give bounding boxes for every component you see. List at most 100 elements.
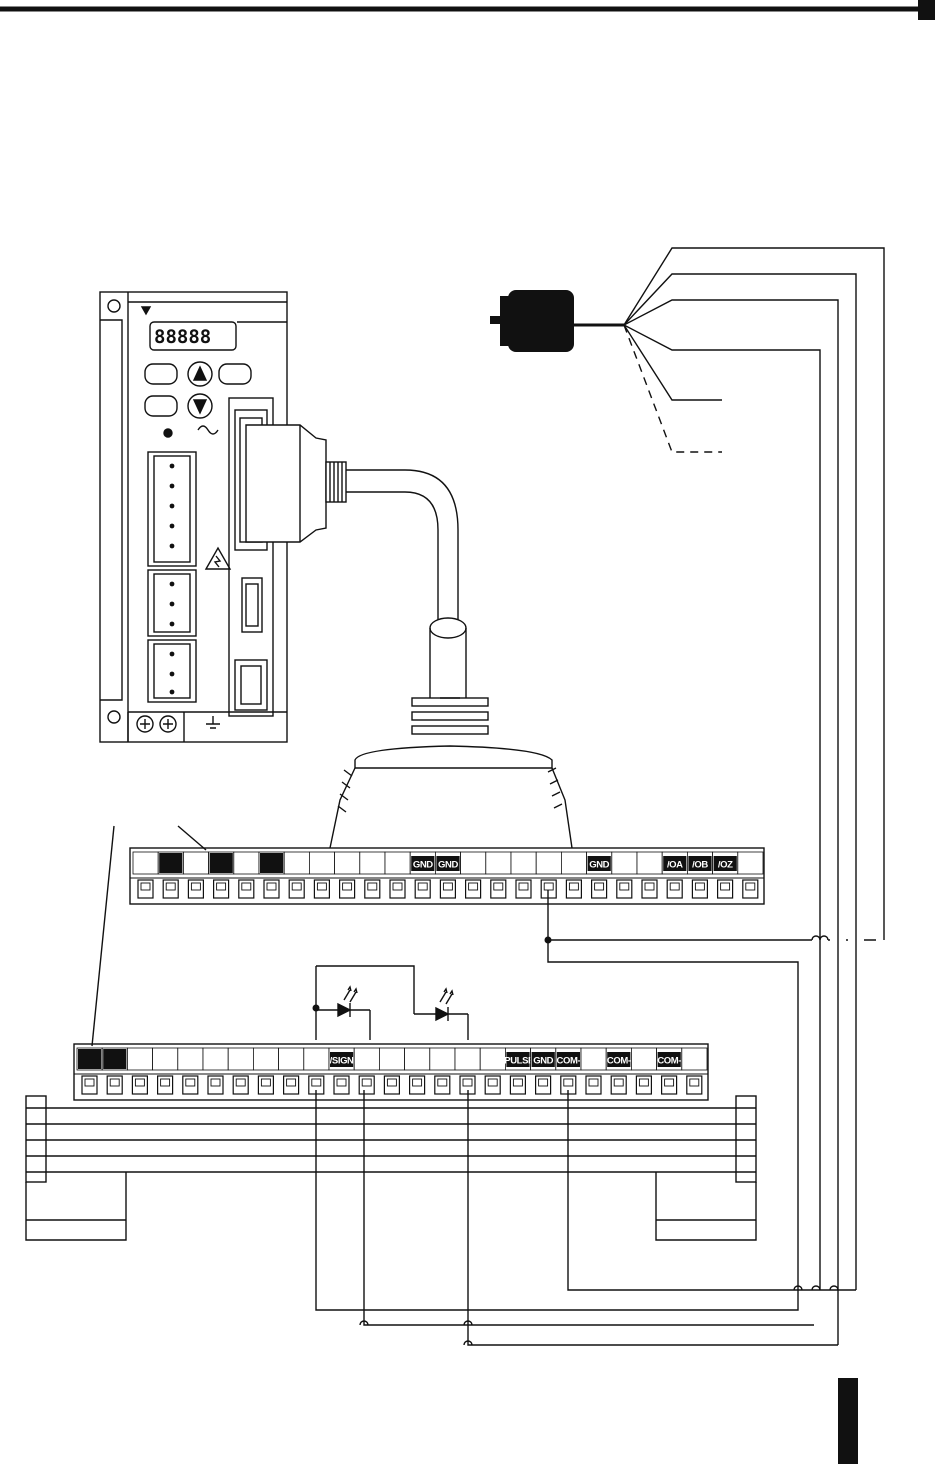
terminal-screw-slot	[190, 882, 201, 891]
terminal-screw	[490, 879, 507, 899]
terminal-screw	[515, 879, 532, 899]
terminal-screw-slot	[689, 1078, 700, 1087]
terminal-screw	[610, 1075, 627, 1095]
terminal-screw	[660, 1075, 678, 1095]
terminal-screw-slot	[412, 1078, 423, 1087]
terminal-screw-slot	[442, 882, 453, 891]
terminal-screw	[590, 879, 608, 899]
terminal-screw	[635, 1075, 653, 1095]
terminal-label-cell	[454, 1047, 481, 1071]
terminal-screw	[131, 1075, 148, 1095]
terminal-filled-cell	[260, 853, 284, 873]
terminal-screw-slot	[260, 1078, 271, 1087]
terminal-label-cell	[182, 851, 209, 875]
junction-dots	[312, 936, 552, 1012]
terminal-label-cell	[636, 851, 663, 875]
terminal-screw	[383, 1075, 400, 1095]
terminal-screw-slot	[568, 882, 579, 891]
terminal-screw	[207, 1075, 224, 1095]
terminal-label-cell	[233, 851, 260, 875]
terminal-screw-slot	[644, 882, 655, 891]
terminal-label-text: GND	[413, 860, 433, 871]
terminal-label-badge	[411, 856, 435, 871]
terminal-screw	[358, 1075, 375, 1095]
terminal-label-cell	[278, 1047, 305, 1071]
terminal-screw-slot	[140, 882, 151, 891]
terminal-screw-slot	[291, 882, 302, 891]
terminal-screw	[484, 1075, 501, 1095]
terminal-screw	[439, 879, 456, 899]
terminal-screw-slot	[311, 1078, 322, 1087]
encoder-leads	[623, 247, 885, 940]
terminal-label-cell	[177, 1047, 204, 1071]
terminal-screw-slot	[336, 1078, 347, 1087]
terminal-screw-slot	[210, 1078, 221, 1087]
terminal-screw-slot	[367, 882, 378, 891]
terminal-screw-slot	[619, 882, 630, 891]
terminal-screw	[666, 879, 683, 899]
terminal-label-cell	[132, 851, 159, 875]
io-cable	[329, 469, 573, 849]
terminal-screw	[434, 1075, 451, 1095]
terminal-label-cell	[510, 851, 537, 875]
encoder-motor	[490, 290, 624, 352]
terminal-screw-slot	[588, 1078, 599, 1087]
terminal-label-badge	[330, 1052, 354, 1067]
terminal-screw	[288, 879, 305, 899]
terminal-screw	[534, 1075, 552, 1095]
terminal-label-text: /SIGN	[330, 1056, 354, 1067]
lower-leader-line	[91, 825, 115, 1047]
terminal-label-cell	[681, 1047, 708, 1071]
terminal-screw	[213, 879, 230, 899]
terminal-label-cell	[202, 1047, 229, 1071]
terminal-filled-cell	[209, 853, 233, 873]
terminal-label-text: /PULSE	[502, 1056, 534, 1067]
terminal-label-text: /OB	[692, 860, 708, 871]
terminal-screw-slot	[563, 1078, 574, 1087]
terminal-label-badge	[436, 856, 460, 871]
terminal-screw	[389, 879, 406, 899]
terminal-screw	[686, 1075, 703, 1095]
terminal-screw-slot	[720, 882, 731, 891]
terminal-screw-slot	[538, 1078, 549, 1087]
terminal-screw	[157, 1075, 174, 1095]
wiring	[315, 890, 876, 1346]
terminal-screw	[81, 1075, 98, 1095]
terminal-label-cell	[485, 851, 512, 875]
terminal-screw-slot	[235, 1078, 246, 1087]
terminal-screw-slot	[669, 882, 680, 891]
terminal-label-badge	[531, 1052, 555, 1067]
terminal-label-cell	[580, 1047, 607, 1071]
terminal-screw	[716, 879, 734, 899]
terminal-screw	[232, 1075, 249, 1095]
terminal-label-cell	[378, 1047, 405, 1071]
terminal-screw-slot	[512, 1078, 523, 1087]
upper-leader-line	[177, 825, 207, 851]
terminal-label-cell	[227, 1047, 254, 1071]
terminal-label-cell	[359, 851, 386, 875]
terminal-screw-slot	[468, 882, 479, 891]
terminal-label-badge	[663, 856, 687, 871]
terminal-screw-slot	[493, 882, 504, 891]
terminal-label-cell	[303, 1047, 330, 1071]
terminal-label-text: COM-	[557, 1056, 581, 1067]
terminal-screw-slot	[342, 882, 353, 891]
terminal-label-text: COM-	[657, 1056, 681, 1067]
terminal-screw-slot	[386, 1078, 397, 1087]
terminal-screw	[106, 1075, 123, 1095]
terminal-screw-slot	[694, 882, 705, 891]
terminal-label-text: /OZ	[718, 860, 733, 871]
terminal-filled-cell	[78, 1049, 102, 1069]
power-terminal-screws	[169, 463, 175, 695]
terminal-screw-slot	[109, 1078, 120, 1087]
terminal-screw	[187, 879, 204, 899]
terminal-screw-slot	[134, 1078, 145, 1087]
terminal-screw-slot	[594, 882, 605, 891]
terminal-filled-cell	[159, 853, 183, 873]
terminal-filled-cell	[103, 1049, 127, 1069]
terminal-screw	[364, 879, 381, 899]
terminal-screw-slot	[392, 882, 403, 891]
terminal-screw	[313, 879, 330, 899]
